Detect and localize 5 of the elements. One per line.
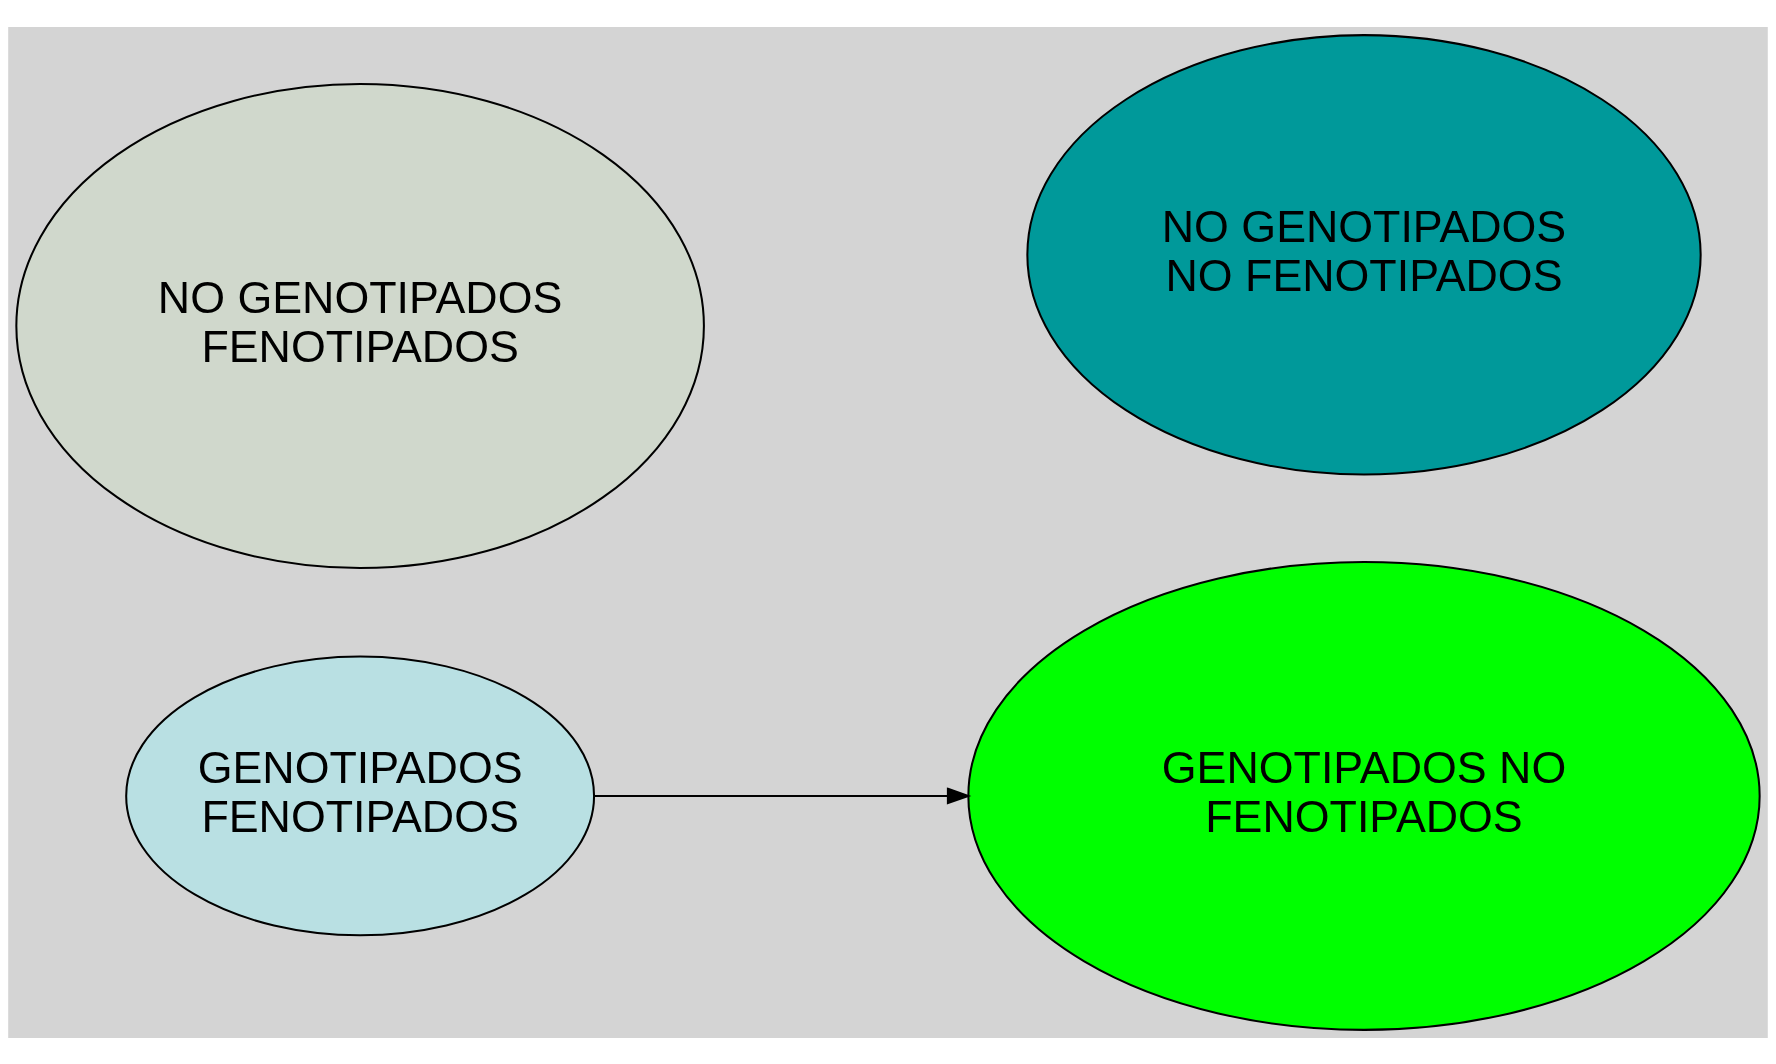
node-ellipse: NO GENOTIPADOS NO FENOTIPADOS: [1026, 33, 1702, 476]
node-ellipse: GENOTIPADOS NO FENOTIPADOS: [967, 560, 1761, 1031]
node-ellipse: GENOTIPADOS FENOTIPADOS: [125, 655, 596, 936]
node-ellipse: NO GENOTIPADOS FENOTIPADOS: [15, 82, 705, 569]
arrow: [594, 786, 972, 804]
